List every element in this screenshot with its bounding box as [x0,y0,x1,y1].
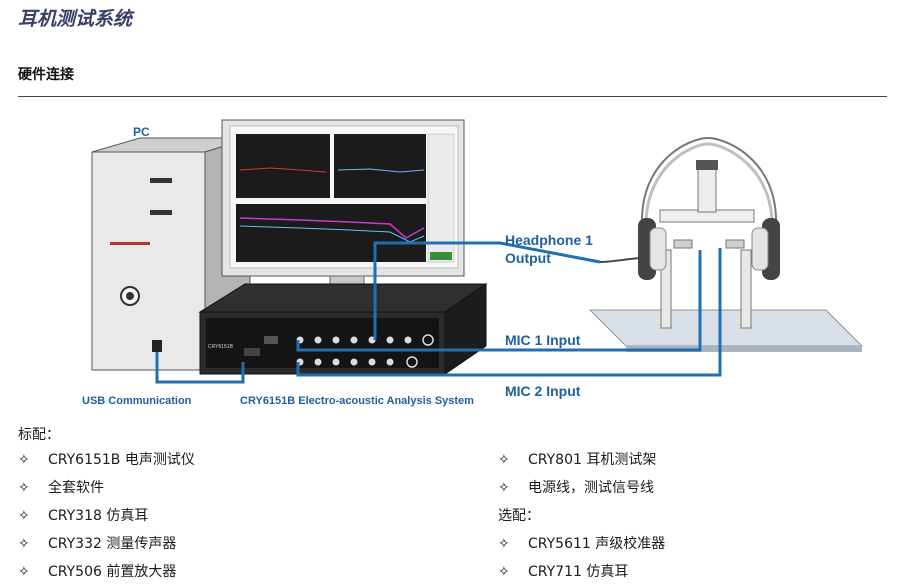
list-item: ✧ CRY5611 声级校准器 [498,530,665,558]
bullet-icon: ✧ [18,480,30,496]
list-item-label: CRY332 测量传声器 [48,536,177,552]
list-item-label: CRY6151B 电声测试仪 [48,452,195,468]
bullet-icon: ✧ [498,536,510,552]
mic1-label: MIC 1 Input [505,332,581,348]
optional-heading: 选配： [498,508,540,524]
headphone-output-label: Headphone 1 [505,232,593,248]
monitor [221,119,465,315]
bullet-icon: ✧ [498,564,510,580]
section-heading: 硬件连接 [18,67,74,83]
headphone-test-fixture [588,136,864,352]
list-item: ✧ 电源线，测试信号线 [498,474,665,502]
bullet-icon: ✧ [18,452,30,468]
standard-list-right: ✧ CRY801 耳机测试架 ✧ 电源线，测试信号线 选配： ✧ CRY5611 声级… [498,446,665,586]
bullet-icon: ✧ [18,508,30,524]
headphone-output-label-line2: Output [505,250,551,266]
mic2-label: MIC 2 Input [505,383,581,399]
bullet-icon: ✧ [498,480,510,496]
list-item: ✧ CRY506 前置放大器 [18,558,195,586]
list-item: ✧ CRY801 耳机测试架 [498,446,665,474]
list-item-label: 电源线，测试信号线 [528,480,654,496]
cable-mic2 [296,248,722,377]
list-item: ✧ CRY6151B 电声测试仪 [18,446,195,474]
cable-usb [155,352,245,384]
standard-list-left: ✧ CRY6151B 电声测试仪 ✧ 全套软件 ✧ CRY318 仿真耳 ✧ CRY33… [18,446,195,586]
cable-mic1 [296,250,702,352]
hardware-connection-diagram: PC CRY6151B [82,119,864,407]
system-label: CRY6151B Electro-acoustic Analysis Syste… [240,395,474,407]
cable-headphone-output [373,241,601,340]
bullet-icon: ✧ [498,452,510,468]
device-brand: CRY6151B [208,344,234,350]
list-item-label: CRY801 耳机测试架 [528,452,657,468]
list-item: ✧ 全套软件 [18,474,195,502]
bullet-icon: ✧ [18,536,30,552]
bullet-icon: ✧ [18,564,30,580]
list-item: ✧ CRY318 仿真耳 [18,502,195,530]
standard-heading: 标配： [18,427,60,443]
pc-label: PC [133,125,150,139]
list-item: ✧ CRY332 测量传声器 [18,530,195,558]
page-title: 耳机测试系统 [18,8,133,30]
analyzer-device: CRY6151B [198,283,488,375]
list-item-label: CRY506 前置放大器 [48,564,177,580]
list-item-label: CRY5611 声级校准器 [528,536,666,552]
list-item-label: CRY318 仿真耳 [48,508,149,524]
list-item-label: 全套软件 [48,480,104,496]
usb-label: USB Communication [82,395,192,407]
list-item-label: CRY711 仿真耳 [528,564,629,580]
cables [155,241,722,384]
list-item: ✧ CRY711 仿真耳 [498,558,665,586]
divider [18,96,887,97]
